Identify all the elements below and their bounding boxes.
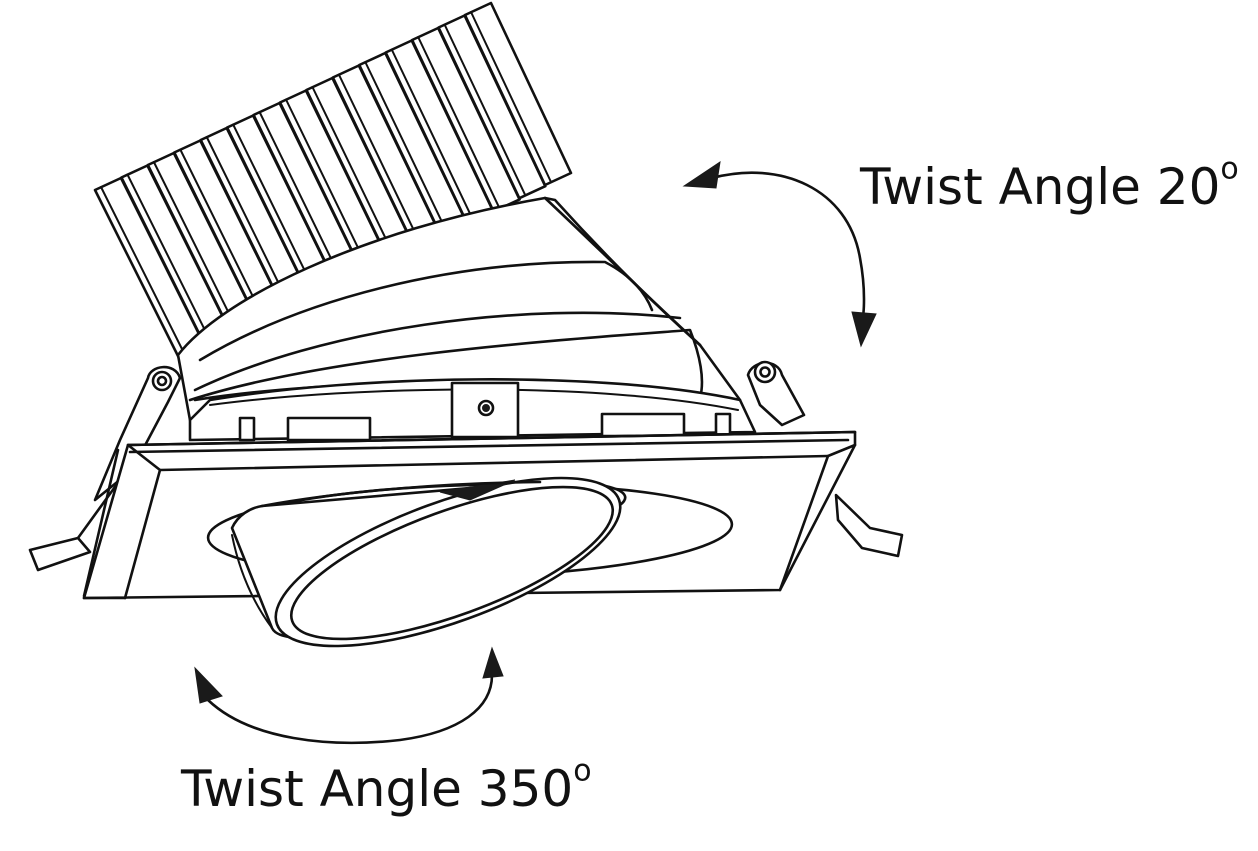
pan-angle-label: Twist Angle 350o bbox=[181, 756, 592, 814]
heatsink-fin-edge bbox=[417, 36, 501, 210]
heatsink-fin-edge bbox=[364, 61, 450, 236]
spring-clip-left bbox=[28, 365, 182, 572]
lens-opening bbox=[206, 476, 734, 648]
heatsink-fins bbox=[93, 1, 573, 372]
spring-clip-right bbox=[746, 360, 904, 558]
pan-arrow bbox=[194, 646, 504, 745]
heatsink-fin-edge bbox=[443, 23, 527, 197]
pan-angle-degree: o bbox=[573, 753, 592, 789]
mounting-ring bbox=[188, 378, 757, 442]
heatsink-fin-edge bbox=[470, 11, 552, 183]
heatsink-fin bbox=[463, 1, 573, 187]
heatsink-fin-edge bbox=[311, 86, 398, 263]
tilt-angle-text: Twist Angle 20 bbox=[860, 158, 1221, 216]
heatsink-fin-edge bbox=[126, 173, 218, 355]
heatsink-fin-edge bbox=[390, 48, 475, 223]
tilt-angle-degree: o bbox=[1220, 151, 1239, 187]
heatsink-fin-edge bbox=[100, 186, 192, 368]
pan-angle-text: Twist Angle 350 bbox=[181, 760, 574, 818]
tilt-angle-label: Twist Angle 20o bbox=[860, 154, 1239, 212]
tilt-arrow bbox=[682, 160, 877, 348]
heatsink-fin-edge bbox=[285, 98, 372, 276]
heatsink-fin-edge bbox=[337, 73, 424, 250]
